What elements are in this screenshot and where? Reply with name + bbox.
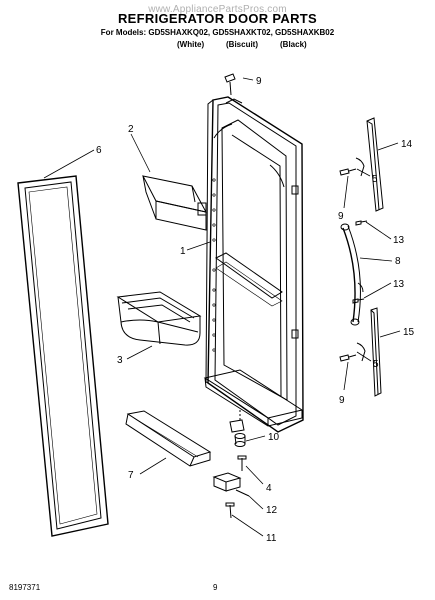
lower-handle-trim (370, 307, 382, 397)
color-black: (Black) (280, 40, 307, 49)
callout-11: 11 (266, 533, 277, 544)
door-bin-large (116, 291, 202, 346)
callout-13-upper: 13 (393, 235, 405, 246)
callout-8: 8 (395, 256, 401, 267)
callout-9-upper: 9 (338, 211, 344, 222)
callout-9-lower: 9 (339, 395, 345, 406)
callout-13-lower: 13 (393, 279, 405, 290)
callout-6: 6 (96, 145, 102, 156)
callout-12: 12 (266, 505, 278, 516)
callout-7: 7 (128, 470, 134, 481)
page-title: REFRIGERATOR DOOR PARTS (117, 11, 318, 26)
screw-9-top (224, 73, 236, 96)
callout-9-top: 9 (256, 76, 262, 87)
screws-lower-right (339, 282, 366, 362)
callout-2: 2 (128, 124, 134, 135)
upper-handle-trim (366, 117, 384, 212)
callout-10: 10 (268, 432, 280, 443)
color-white: (White) (177, 40, 205, 49)
callout-15: 15 (403, 327, 415, 338)
callout-4: 4 (266, 483, 272, 494)
document-number: 8197371 (9, 583, 41, 592)
screw-4 (237, 455, 247, 471)
callout-leaders (43, 77, 401, 537)
door-gasket (17, 175, 109, 537)
callout-numbers: 9 2 6 14 5 9 13 1 8 13 15 3 5 9 10 4 7 1… (96, 76, 415, 544)
callout-5-upper: 5 (372, 174, 378, 185)
callout-5-lower: 5 (373, 359, 379, 370)
hinge-bushing (229, 410, 246, 447)
refrigerator-door (203, 96, 304, 433)
door-handle (340, 223, 361, 326)
screw-11 (225, 502, 235, 519)
callout-14: 14 (401, 139, 413, 150)
callout-1: 1 (180, 246, 186, 257)
page-number: 9 (213, 583, 218, 592)
door-shelf (125, 410, 212, 467)
models-line: For Models: GD5SHAXKQ02, GD5SHAXKT02, GD… (100, 28, 335, 37)
callout-3: 3 (117, 355, 123, 366)
color-biscuit: (Biscuit) (226, 40, 258, 49)
hinge-bracket (212, 472, 250, 497)
watermark: www.AppliancePartsPros.com (148, 4, 287, 15)
dairy-door-bin (142, 175, 207, 231)
screws-upper-right (339, 157, 368, 304)
